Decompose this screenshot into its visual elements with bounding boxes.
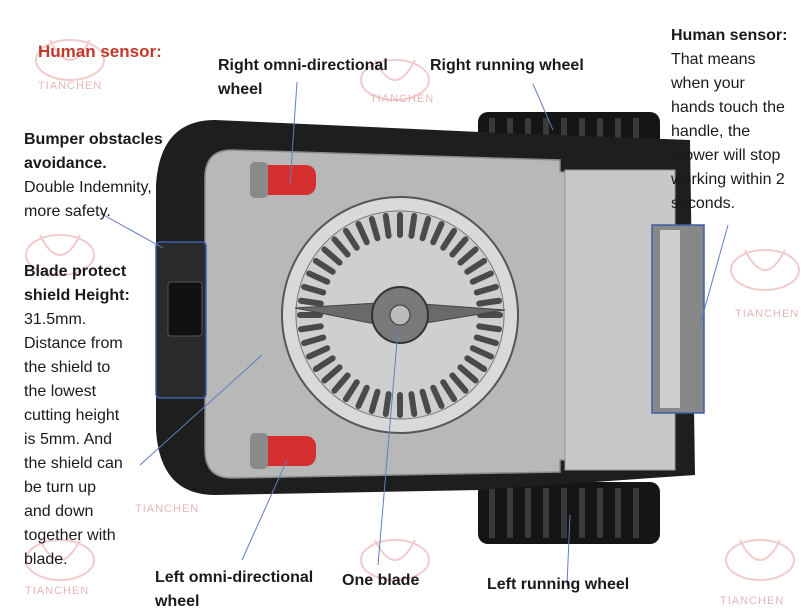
shield-title-line: Blade protect (24, 263, 127, 280)
blade-housing-tooth (298, 323, 324, 333)
blade-housing-tooth (368, 388, 381, 414)
bumper-title-line: avoidance. (24, 155, 107, 172)
shield-body-line: blade. (24, 551, 68, 568)
blade-housing-tooth (449, 372, 469, 394)
right-sensor-body-line: mower will stop (671, 147, 781, 164)
shield-body-line: the shield to (24, 359, 111, 376)
right-sensor-body-line: That means (671, 51, 756, 68)
blade-housing-tooth (449, 236, 469, 258)
blade-housing-tooth (430, 384, 445, 409)
left-running-wheel (478, 482, 660, 544)
blade-housing-tooth (355, 384, 370, 409)
shield-body-line: and down (24, 503, 94, 520)
watermark-text: TIANCHEN (720, 595, 785, 607)
blade-housing-tooth (306, 345, 331, 360)
blade-housing-tooth (457, 364, 479, 384)
watermark-logo (25, 39, 800, 581)
blade-housing-tooth (321, 246, 343, 266)
shield-body-line: be turn up (24, 479, 97, 496)
blade-housing-tooth (476, 323, 502, 333)
shield-body-line: Distance from (24, 335, 123, 352)
watermark-text: TIANCHEN (735, 308, 800, 320)
right-sensor-body-line: handle, the (671, 123, 751, 140)
right-sensor-title: Human sensor: (671, 27, 788, 44)
shield-body-line: the lowest (24, 383, 97, 400)
bumper-title-line: Bumper obstacles (24, 131, 163, 148)
shield-callout: Blade protect shield Height: 31.5mm. Dis… (24, 260, 130, 572)
blade-housing-tooth (430, 221, 445, 246)
bumper-body-line: more safety. (24, 203, 111, 220)
blade-housing-tooth (312, 257, 336, 275)
one-blade-label: One blade (342, 572, 420, 589)
blade-housing-tooth (473, 334, 499, 347)
right-omni-wheel-label: Right omni-directional wheel (218, 54, 388, 102)
watermark-text: TIANCHEN (25, 585, 90, 597)
shield-body-line: is 5mm. And (24, 431, 113, 448)
right-omni-wheel-label-line: Right omni-directional (218, 57, 388, 74)
left-omni-wheel-label-line: Left omni-directional (155, 569, 314, 586)
blade-housing-tooth (382, 391, 392, 417)
left-omni-wheel-label-line: wheel (155, 593, 200, 610)
blade-housing-tooth (419, 216, 432, 242)
blade-housing-tooth (331, 372, 351, 394)
shield-window (167, 281, 203, 337)
watermark-text: TIANCHEN (38, 80, 103, 92)
right-omni-wheel-label-line: wheel (218, 81, 263, 98)
blade-housing-tooth (331, 236, 351, 258)
blade-housing-tooth (464, 355, 488, 373)
callout-arrows (99, 81, 729, 586)
right-sensor-body-line: hands touch the (671, 99, 785, 116)
blade-housing-tooth (298, 297, 324, 307)
blade-housing-tooth (469, 270, 494, 285)
left-omni-wheel-label: Left omni-directional wheel (155, 566, 313, 614)
one-blade (294, 286, 506, 344)
right-running-wheel-label: Right running wheel (430, 57, 584, 74)
shield-body-line: cutting height (24, 407, 120, 424)
shield-body-line: the shield can (24, 455, 123, 472)
right-sensor-callout: Human sensor: That means when your hands… (671, 24, 787, 216)
watermark-text: TIANCHEN (370, 93, 435, 105)
blade-housing-tooth (419, 388, 432, 414)
blade-housing-tooth (473, 283, 499, 296)
blade-housing-tooth (342, 227, 360, 251)
right-omni-directional-wheel (250, 162, 316, 198)
blade-housing-tooth (440, 227, 458, 251)
blade-housing-tooth (301, 334, 327, 347)
left-omni-directional-wheel (250, 433, 316, 469)
blade-housing-tooth (342, 379, 360, 403)
blade-housing-tooth (408, 391, 418, 417)
blade-housing-tooth (464, 257, 488, 275)
blade-housing-tooth (301, 283, 327, 296)
blade-housing-tooth (355, 221, 370, 246)
blade-housing-tooth (408, 213, 418, 239)
watermark-text: TIANCHEN (135, 503, 200, 515)
shield-body-line: together with (24, 527, 116, 544)
bumper-callout: Bumper obstacles avoidance. Double Indem… (24, 128, 163, 224)
left-sensor-title: Human sensor: (38, 42, 162, 61)
blade-housing-tooth (469, 345, 494, 360)
shield-body-line: 31.5mm. (24, 311, 87, 328)
shield-title-line: shield Height: (24, 287, 130, 304)
blade-housing-tooth (476, 297, 502, 307)
right-sensor-body-line: seconds. (671, 195, 736, 212)
blade-housing-tooth (382, 213, 392, 239)
blade-housing-tooth (312, 355, 336, 373)
right-sensor-body-line: working within 2 (671, 171, 785, 188)
left-running-wheel-label: Left running wheel (487, 576, 630, 593)
blade-housing-tooth (457, 246, 479, 266)
blade-housing-tooth (306, 270, 331, 285)
right-sensor-body-line: when your (671, 75, 745, 92)
bumper-body-line: Double Indemnity, (24, 179, 152, 196)
blade-housing-tooth (321, 364, 343, 384)
blade-housing-tooth (368, 216, 381, 242)
blade-housing-tooth (440, 379, 458, 403)
